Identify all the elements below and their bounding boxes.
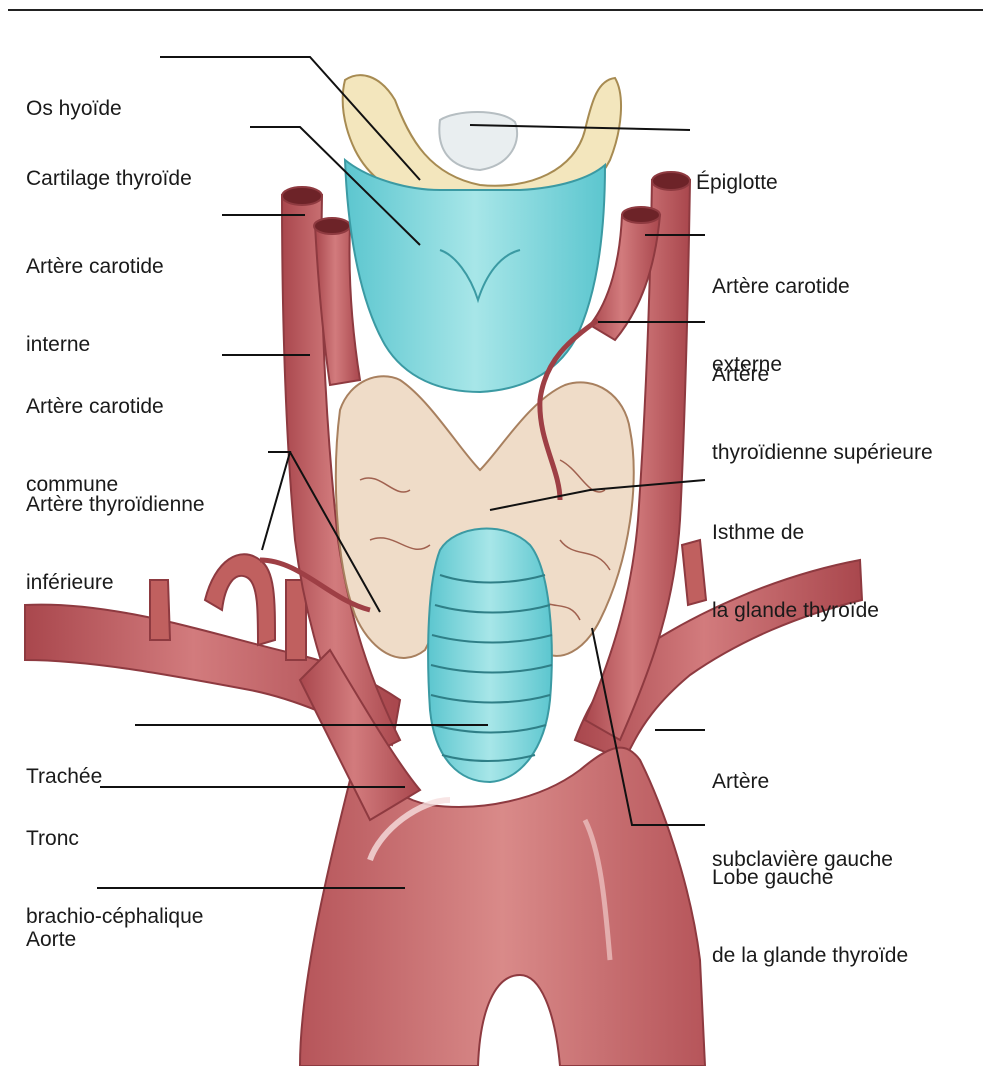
left-external-lumen <box>622 207 660 223</box>
trachea <box>428 529 552 782</box>
left-carotid-lumen <box>652 172 690 190</box>
label-isthme: Isthme de la glande thyroïde <box>712 468 879 650</box>
label-lobe-gauche: Lobe gauche de la glande thyroïde <box>712 813 908 995</box>
branch-stub-right <box>682 540 706 605</box>
label-thyroidienne-superieure: Artère thyroïdienne supérieure <box>712 310 933 492</box>
right-carotid-lumen-1 <box>282 187 322 205</box>
label-aorte: Aorte <box>26 875 76 979</box>
thyroid-cartilage <box>345 160 605 392</box>
epiglottis <box>439 112 517 170</box>
right-internal-lumen <box>314 218 350 234</box>
inferior-thyroid-artery-left <box>205 554 275 645</box>
label-thyroidienne-inferieure: Artère thyroïdienne inférieure <box>26 440 205 622</box>
label-epiglotte: Épiglotte <box>696 118 778 222</box>
